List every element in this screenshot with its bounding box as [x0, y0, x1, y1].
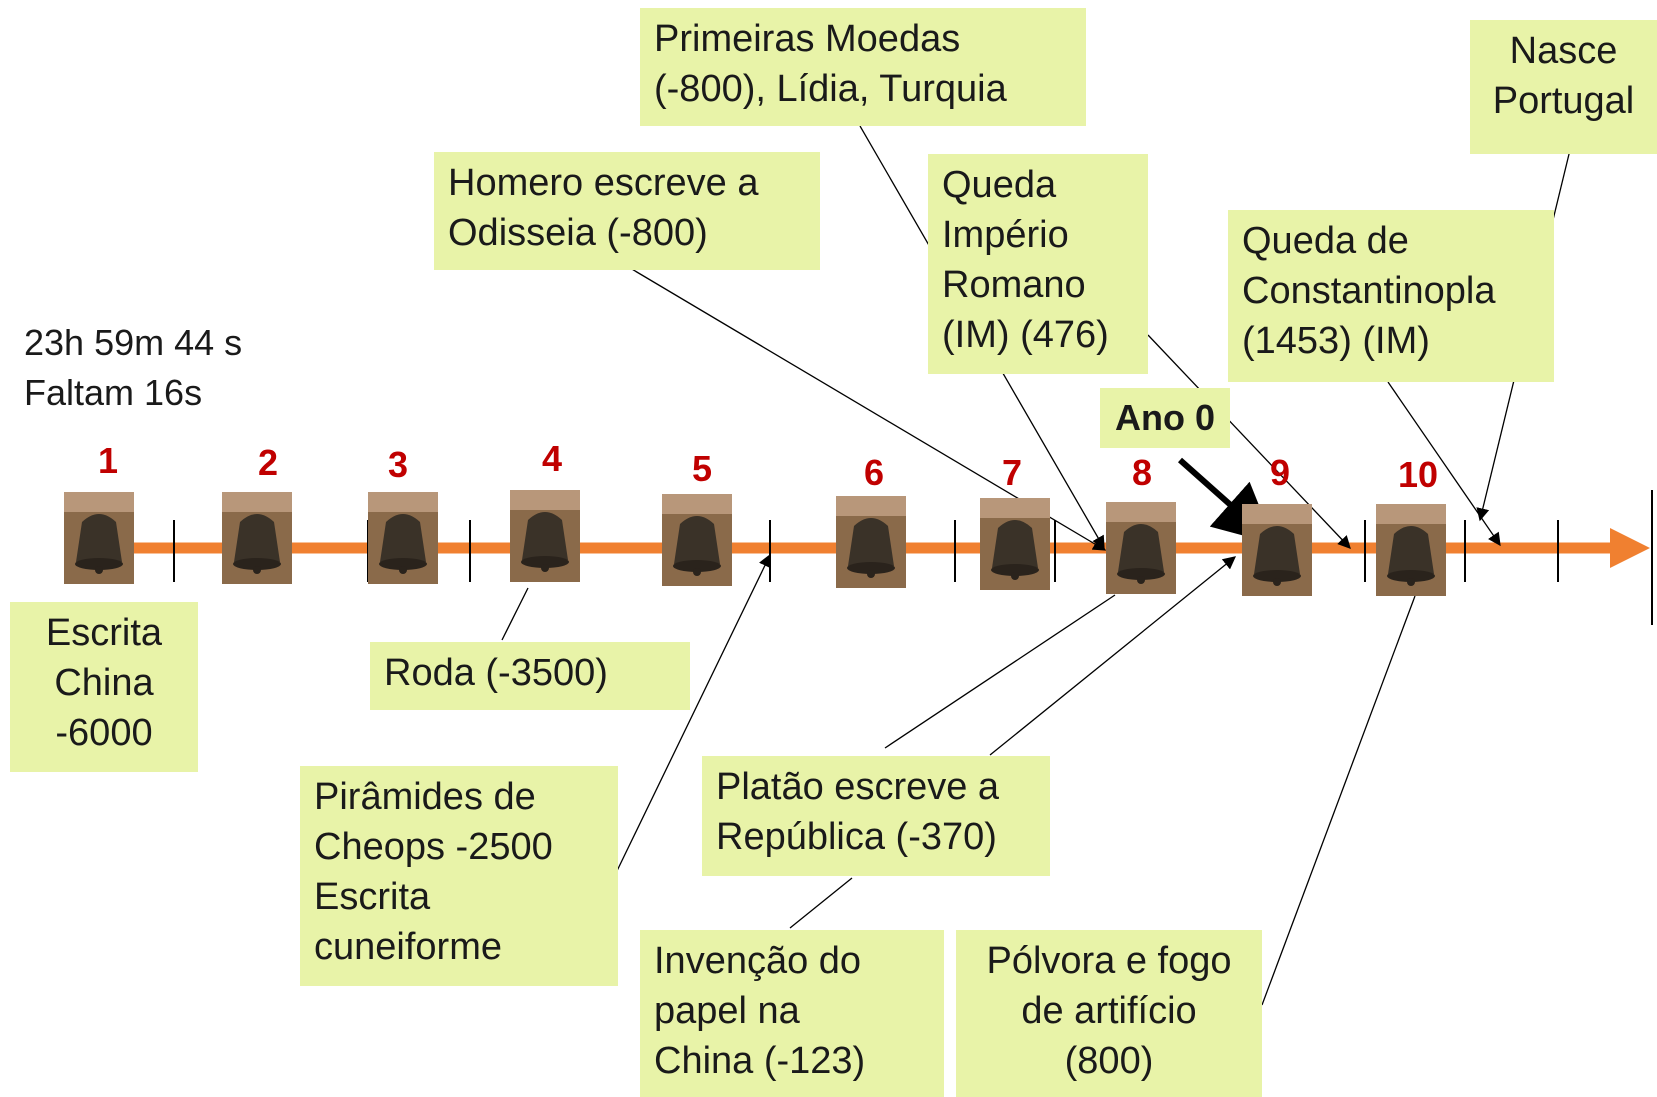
event-line: República (-370) — [716, 816, 997, 858]
event-line: (-800), Lídia, Turquia — [654, 68, 1007, 110]
bell-icon — [1376, 504, 1446, 596]
bell-icon — [64, 492, 134, 584]
bell-number-2: 2 — [258, 442, 279, 483]
bell-icon — [980, 498, 1050, 590]
event-papel: Invenção do papel na China (-123) — [640, 930, 944, 1097]
event-line: Roda (-3500) — [384, 652, 608, 694]
event-line: (800) — [1064, 1040, 1154, 1082]
bell-number-5: 5 — [692, 448, 713, 489]
event-line: Homero escreve a — [448, 162, 759, 204]
bell-icon — [510, 490, 580, 582]
event-platao: Platão escreve a República (-370) — [702, 756, 1050, 876]
event-line: papel na — [654, 990, 800, 1032]
event-line: Queda de — [1242, 220, 1409, 262]
event-line: Escrita — [45, 612, 163, 654]
event-queda-roma: Queda Império Romano (IM) (476) — [928, 154, 1148, 374]
event-line: Invenção do — [654, 940, 862, 982]
event-line: Odisseia (-800) — [448, 212, 708, 254]
event-line: (1453) (IM) — [1242, 320, 1430, 362]
event-line: Portugal — [1492, 80, 1635, 122]
clock-remaining: Faltam 16s — [24, 372, 203, 413]
clock-time: 23h 59m 44 s — [24, 322, 243, 363]
bell-number-7: 7 — [1002, 452, 1023, 493]
event-line: Pólvora e fogo — [986, 940, 1232, 982]
event-line: China (-123) — [654, 1040, 866, 1082]
bell-icon — [1106, 502, 1176, 594]
event-line: Romano — [942, 264, 1086, 306]
event-piramides: Pirâmides de Cheops -2500 Escrita cuneif… — [300, 766, 618, 986]
event-roda: Roda (-3500) — [370, 642, 690, 710]
event-line: Cheops -2500 — [314, 826, 553, 868]
event-line: Escrita — [314, 876, 431, 918]
event-line: de artifício — [1021, 990, 1197, 1032]
ano-0-label: Ano 0 — [1100, 388, 1230, 448]
event-polvora: Pólvora e fogo de artifício (800) — [956, 930, 1262, 1097]
event-line: China — [54, 662, 154, 704]
event-line: Império — [942, 214, 1069, 256]
bell-number-8: 8 — [1132, 452, 1153, 493]
bell-icon — [836, 496, 906, 588]
event-homero: Homero escreve a Odisseia (-800) — [434, 152, 820, 270]
event-line: Pirâmides de — [314, 776, 536, 818]
event-line: Primeiras Moedas — [654, 18, 961, 60]
event-line: Queda — [942, 164, 1057, 206]
event-line: (IM) (476) — [942, 314, 1109, 356]
event-constantinopla: Queda de Constantinopla (1453) (IM) — [1228, 210, 1554, 382]
bell-number-4: 4 — [542, 438, 563, 479]
event-escrita-china: Escrita China -6000 — [10, 602, 198, 772]
bell-icon — [662, 494, 732, 586]
event-line: Constantinopla — [1242, 270, 1496, 312]
event-line: Nasce — [1509, 30, 1618, 72]
bell-number-3: 3 — [388, 444, 409, 485]
event-portugal: Nasce Portugal — [1470, 20, 1657, 154]
bell-number-10: 10 — [1398, 454, 1439, 495]
bell-number-1: 1 — [98, 440, 119, 481]
bell-icon — [1242, 504, 1312, 596]
bell-number-6: 6 — [864, 452, 885, 493]
bell-icon — [222, 492, 292, 584]
bell-icon — [368, 492, 438, 584]
event-line: cuneiforme — [314, 926, 502, 968]
bell-number-9: 9 — [1270, 452, 1291, 493]
clock-readout: 23h 59m 44 s Faltam 16s — [24, 318, 242, 418]
event-line: Platão escreve a — [716, 766, 1000, 808]
event-moedas: Primeiras Moedas (-800), Lídia, Turquia — [640, 8, 1086, 126]
timeline-arrowhead — [1610, 528, 1650, 568]
event-line: -6000 — [55, 712, 153, 754]
timeline-ticks — [173, 490, 1653, 625]
